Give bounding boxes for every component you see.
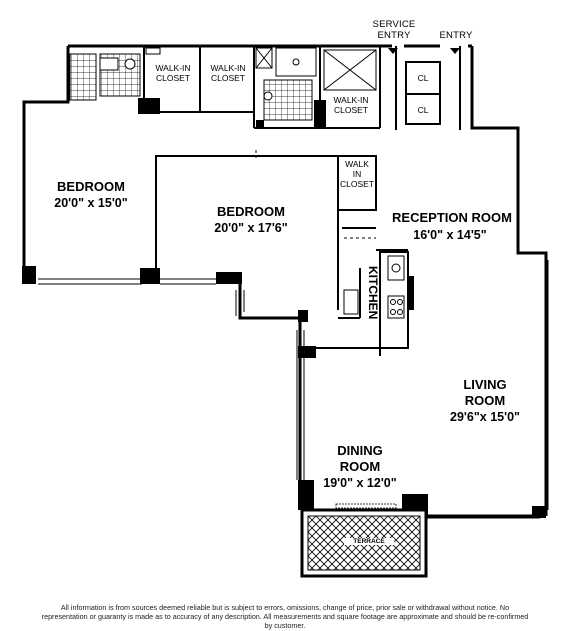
dining-room-name-2: ROOM [339, 459, 381, 474]
cl-closet-1-label: CL [417, 73, 429, 83]
dining-room-name-1: DINING [337, 443, 383, 458]
entry-arrows [388, 48, 460, 54]
walkin-closet-4-label: WALK IN CLOSET [339, 159, 374, 189]
living-room-dim: 29'6"x 15'0" [450, 410, 520, 424]
bedroom-center-dim: 20'0" x 17'6" [214, 221, 288, 235]
bedroom-center-name: BEDROOM [217, 204, 285, 219]
main-entry-label: ENTRY [439, 30, 473, 41]
terrace-name: TERRACE [344, 538, 394, 546]
bedroom-left-dim: 20'0" x 15'0" [54, 196, 128, 210]
disclaimer-text: All information is from sources deemed r… [41, 603, 529, 630]
living-room-name-1: LIVING [463, 377, 507, 392]
interior-walls [143, 46, 461, 356]
walkin-closet-2-label: WALK-IN CLOSET [210, 63, 246, 83]
window-lines [38, 260, 549, 519]
bathroom-left [69, 47, 161, 101]
living-room-name-2: ROOM [464, 393, 506, 408]
bathroom-right [255, 47, 377, 121]
kitchen-appliances [343, 255, 405, 319]
bedroom-left-name: BEDROOM [57, 179, 125, 194]
dining-room-dim: 19'0" x 12'0" [323, 476, 397, 490]
wall-blocks [22, 98, 546, 518]
reception-room-name: RECEPTION ROOM [392, 210, 512, 225]
service-entry-label: SERVICE ENTRY [372, 19, 416, 41]
walkin-closet-3-label: WALK-IN CLOSET [333, 95, 369, 115]
dashed-lines [255, 150, 376, 239]
reception-room-dim: 16'0" x 14'5" [413, 228, 487, 242]
walkin-closet-1-label: WALK-IN CLOSET [155, 63, 191, 83]
kitchen-name: KITCHEN [366, 266, 380, 320]
cl-closet-2-label: CL [417, 105, 429, 115]
